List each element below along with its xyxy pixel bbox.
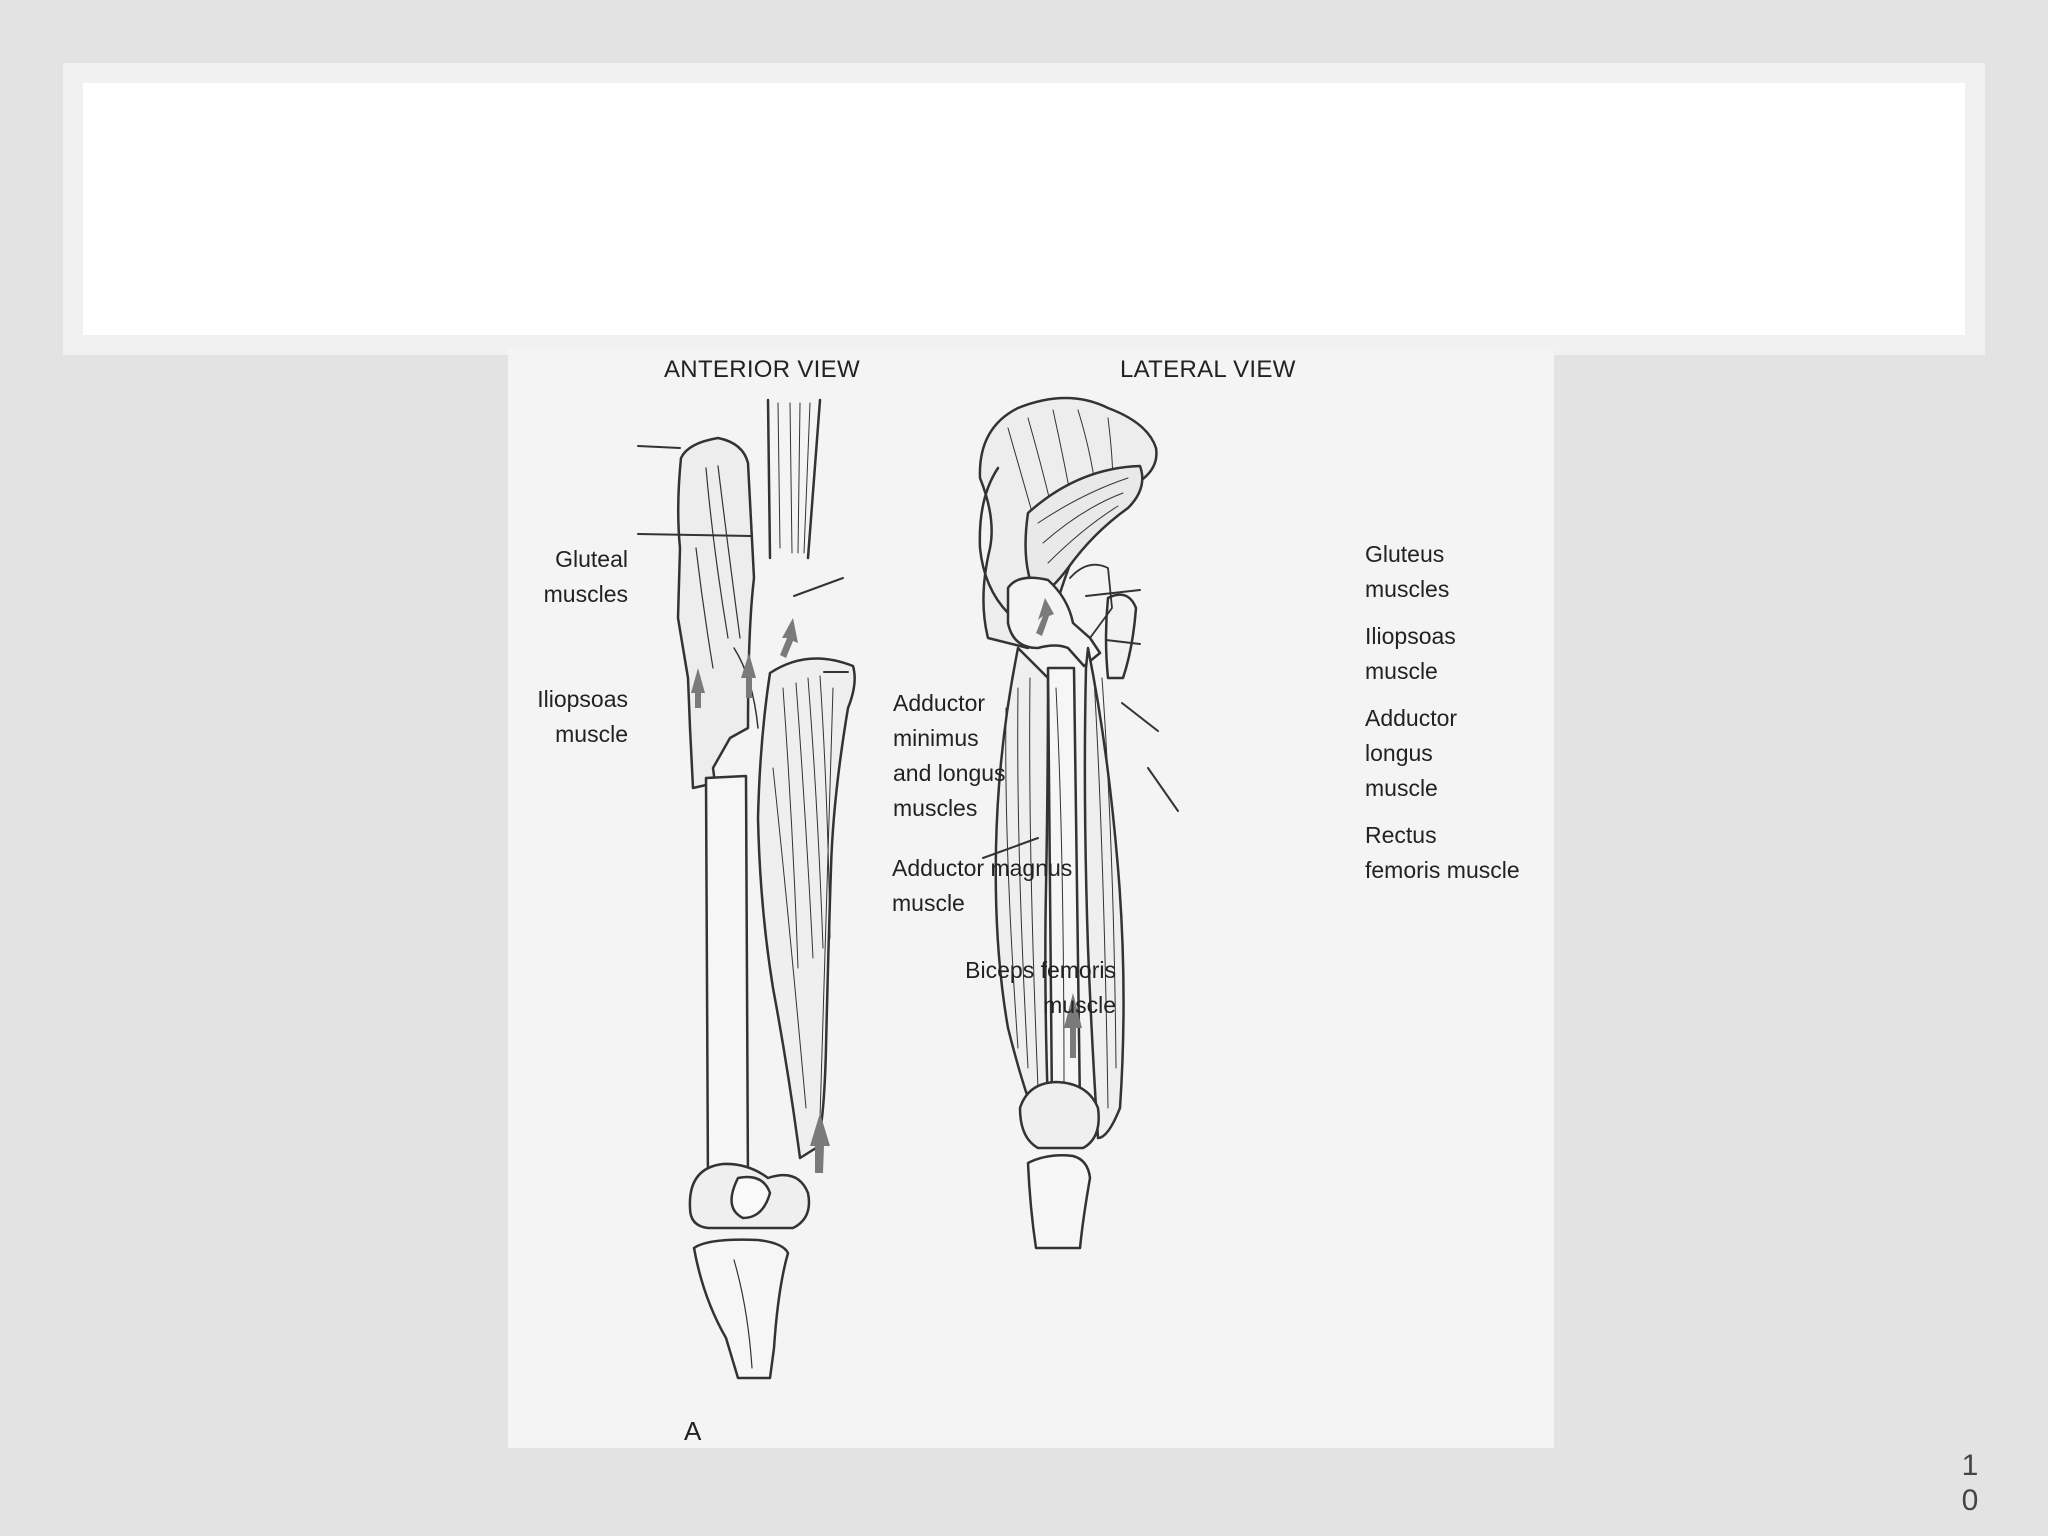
label-iliopsoas-muscle-anterior: Iliopsoas muscle [537,686,628,747]
label-adductor-magnus: Adductor magnus muscle [892,855,1073,916]
slide-title-area [83,83,1965,335]
anterior-view-title: ANTERIOR VIEW [664,356,860,383]
label-rectus-femoris: Rectus femoris muscle [1365,822,1520,883]
label-gluteal-muscles: Gluteal muscles [543,546,628,607]
anatomy-figure: ANTERIOR VIEW LATERAL VIEW Gluteal muscl… [508,348,1554,1448]
label-adductor-minimus-longus: Adductor minimus and longus muscles [893,690,1006,821]
thigh-muscles-illustration [637,396,1179,1380]
panel-letter-a: A [684,1416,702,1446]
label-iliopsoas-muscle-lateral: Iliopsoas muscle [1365,623,1456,684]
lateral-leg-drawing [978,396,1179,1250]
page-number: 1 0 [1961,1449,1979,1517]
slide-title-band [63,63,1985,355]
label-biceps-femoris: Biceps femoris muscle [965,957,1116,1018]
label-gluteus-muscles: Gluteus muscles [1365,541,1450,602]
label-adductor-longus: Adductor longus muscle [1365,705,1458,801]
anterior-leg-drawing [637,398,856,1380]
lateral-view-title: LATERAL VIEW [1120,356,1296,383]
